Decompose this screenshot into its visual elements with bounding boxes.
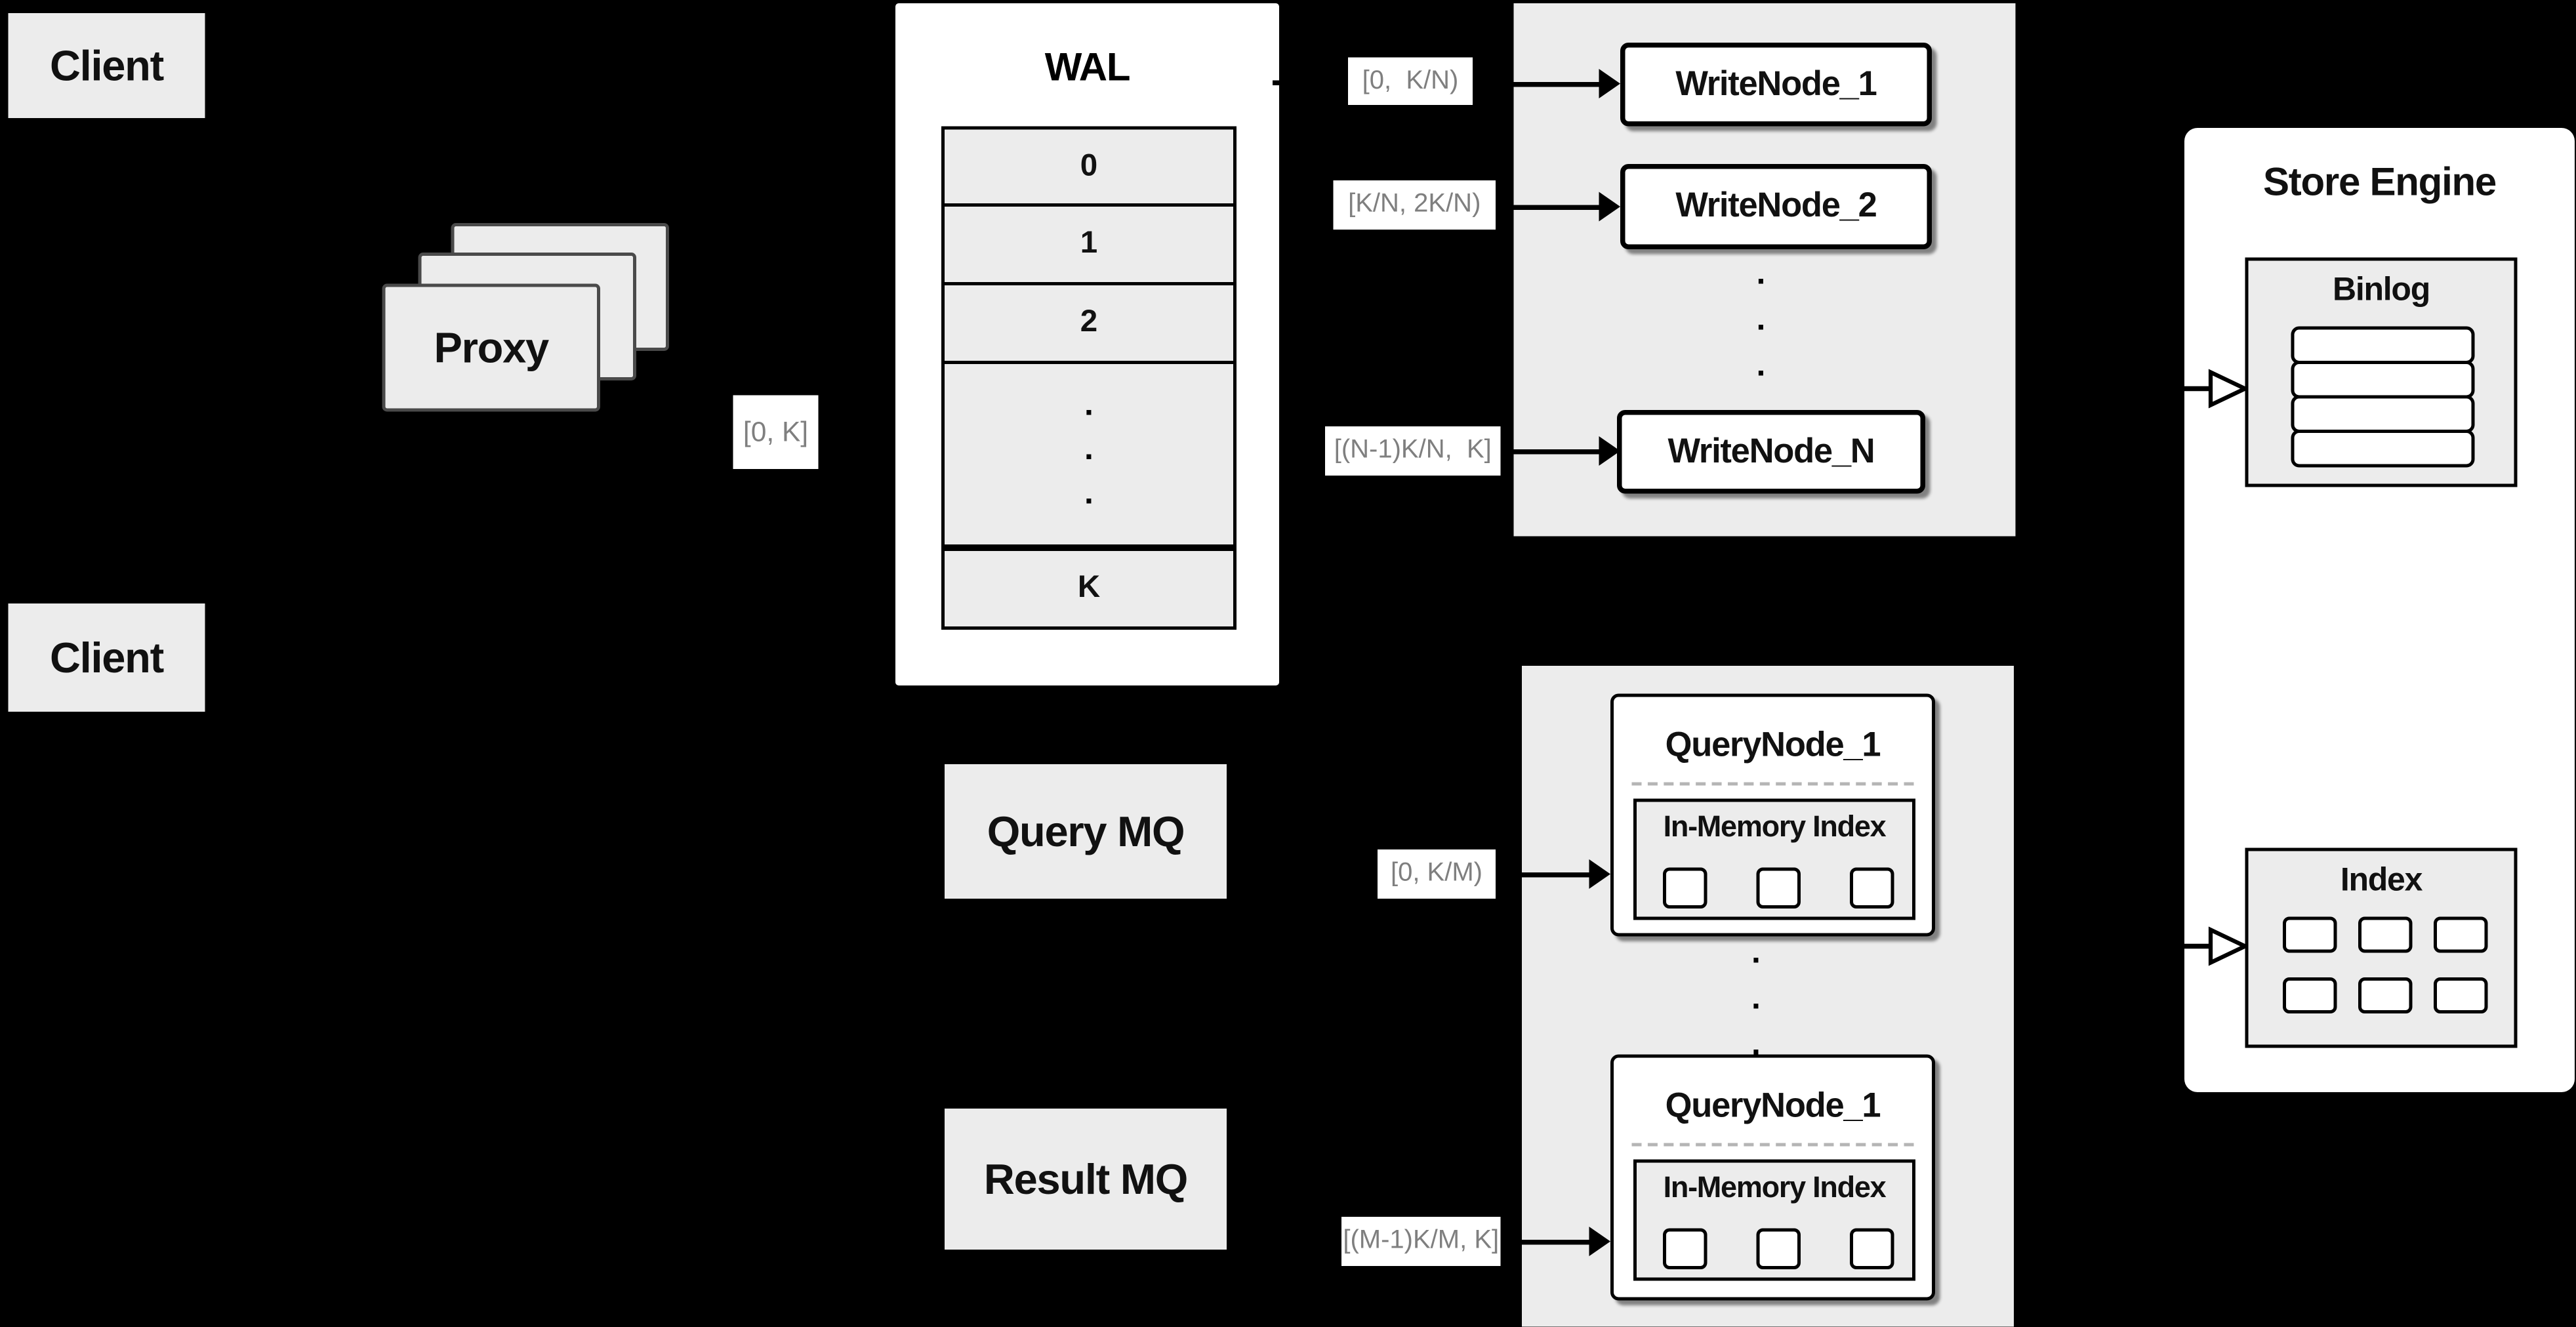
arrow-shaft xyxy=(1513,82,1599,87)
binlog-row xyxy=(2291,361,2475,399)
binlog-row xyxy=(2291,395,2475,433)
writenodes-dots: . . . xyxy=(1756,256,1766,386)
query-mq-label: Query MQ xyxy=(987,806,1185,855)
client-box-top: Client xyxy=(8,13,205,118)
writenode-2-box: WriteNode_2 xyxy=(1620,164,1932,249)
client-bottom-label: Client xyxy=(49,632,164,682)
store-engine-box: Store Engine Binlog Index xyxy=(2184,128,2575,1092)
index-cell xyxy=(2358,916,2413,953)
arrow-right-icon xyxy=(1589,859,1610,889)
writenode-n-label: WriteNode_N xyxy=(1667,432,1875,470)
wal-row-ellipsis: . . . xyxy=(945,364,1233,548)
binlog-title: Binlog xyxy=(2332,272,2430,308)
index-cell xyxy=(2434,916,2488,953)
wal-row-1: 1 xyxy=(945,207,1233,285)
wal-row-0: 0 xyxy=(945,130,1233,207)
proxy-card-front: Proxy xyxy=(382,283,600,412)
querynode-bottom-box: QueryNode_1 In-Memory Index xyxy=(1610,1054,1935,1301)
open-arrow-icon xyxy=(2184,926,2250,966)
wal-table: 0 1 2 . . . K xyxy=(941,126,1237,630)
writenode-n-box: WriteNode_N xyxy=(1617,410,1925,494)
index-box: Index xyxy=(2245,847,2518,1048)
in-memory-index-bottom-title: In-Memory Index xyxy=(1663,1171,1887,1204)
in-memory-index-bottom: In-Memory Index xyxy=(1633,1159,1915,1281)
in-memory-index-top-title: In-Memory Index xyxy=(1663,810,1887,843)
open-arrow-icon xyxy=(2184,369,2250,409)
memory-cell xyxy=(1756,867,1801,908)
client-top-label: Client xyxy=(49,40,164,90)
dot-icon: . xyxy=(1084,430,1094,467)
arrow-right-icon xyxy=(1599,69,1620,98)
wal-row-2: 2 xyxy=(945,285,1233,364)
arrow-right-icon xyxy=(1599,436,1620,466)
wal-row-k: K xyxy=(945,548,1233,626)
arrow-right-icon xyxy=(1599,192,1620,222)
arrow-shaft xyxy=(1522,872,1589,878)
dot-icon: . xyxy=(1756,256,1766,292)
store-engine-title: Store Engine xyxy=(2262,161,2497,205)
writenode-1-box: WriteNode_1 xyxy=(1620,43,1932,127)
index-title: Index xyxy=(2340,863,2423,899)
querynode-top-range-label: [0, K/M) xyxy=(1378,849,1496,899)
write-nodes-container: WriteNode_1 WriteNode_2 . . . WriteNode_… xyxy=(1513,3,2016,537)
index-cell xyxy=(2283,977,2337,1013)
memory-cell xyxy=(1756,1228,1801,1269)
writenode1-range-label: [0, K/N) xyxy=(1348,57,1473,105)
dot-icon: . xyxy=(1756,348,1766,384)
binlog-box: Binlog xyxy=(2245,257,2518,487)
memory-cell xyxy=(1663,867,1707,908)
memory-cell xyxy=(1850,1228,1894,1269)
querynode-bottom-range-label: [(M-1)K/M, K] xyxy=(1341,1217,1501,1266)
dashed-divider xyxy=(1631,782,1914,786)
index-cell xyxy=(2358,977,2413,1013)
result-mq-box: Result MQ xyxy=(945,1109,1227,1250)
proxy-range-label: [0, K] xyxy=(733,395,819,469)
in-memory-index-top: In-Memory Index xyxy=(1633,798,1915,920)
arrow-right-icon xyxy=(1589,1227,1610,1256)
dot-icon: . xyxy=(1751,1027,1761,1063)
binlog-row xyxy=(2291,430,2475,468)
querynode-top-box: QueryNode_1 In-Memory Index xyxy=(1610,693,1935,937)
dot-icon: . xyxy=(1751,935,1761,971)
dot-icon: . xyxy=(1756,302,1766,338)
memory-cell xyxy=(1850,867,1894,908)
memory-cell xyxy=(1663,1228,1707,1269)
binlog-row xyxy=(2291,326,2475,364)
querynode-top-label: QueryNode_1 xyxy=(1665,726,1881,765)
writenodeN-range-label: [(N-1)K/N, K] xyxy=(1325,426,1501,476)
writenode-1-label: WriteNode_1 xyxy=(1675,64,1877,103)
proxy-label: Proxy xyxy=(434,322,550,372)
dot-icon: . xyxy=(1751,981,1761,1017)
dot-icon: . xyxy=(1084,386,1094,422)
index-cell xyxy=(2434,977,2488,1013)
client-box-bottom: Client xyxy=(8,603,205,712)
arrow-shaft xyxy=(1522,1240,1589,1245)
wal-connector-stub xyxy=(1273,80,1279,85)
dashed-divider xyxy=(1631,1143,1914,1147)
wal-title: WAL xyxy=(1044,46,1131,91)
arrow-shaft xyxy=(1513,449,1599,455)
index-cell xyxy=(2283,916,2337,953)
wal-dots: . . . xyxy=(1084,386,1094,513)
querynodes-dots: . . . xyxy=(1751,935,1761,1065)
writenode-2-label: WriteNode_2 xyxy=(1675,187,1877,225)
query-mq-box: Query MQ xyxy=(945,764,1227,899)
result-mq-label: Result MQ xyxy=(983,1153,1188,1203)
wal-box: WAL 0 1 2 . . . K xyxy=(895,3,1279,685)
writenode2-range-label: [K/N, 2K/N) xyxy=(1333,180,1496,230)
dot-icon: . xyxy=(1084,474,1094,511)
querynode-bottom-label: QueryNode_1 xyxy=(1665,1087,1881,1126)
query-nodes-container: QueryNode_1 In-Memory Index . . . QueryN… xyxy=(1522,666,2014,1327)
arrow-shaft xyxy=(1513,205,1599,210)
